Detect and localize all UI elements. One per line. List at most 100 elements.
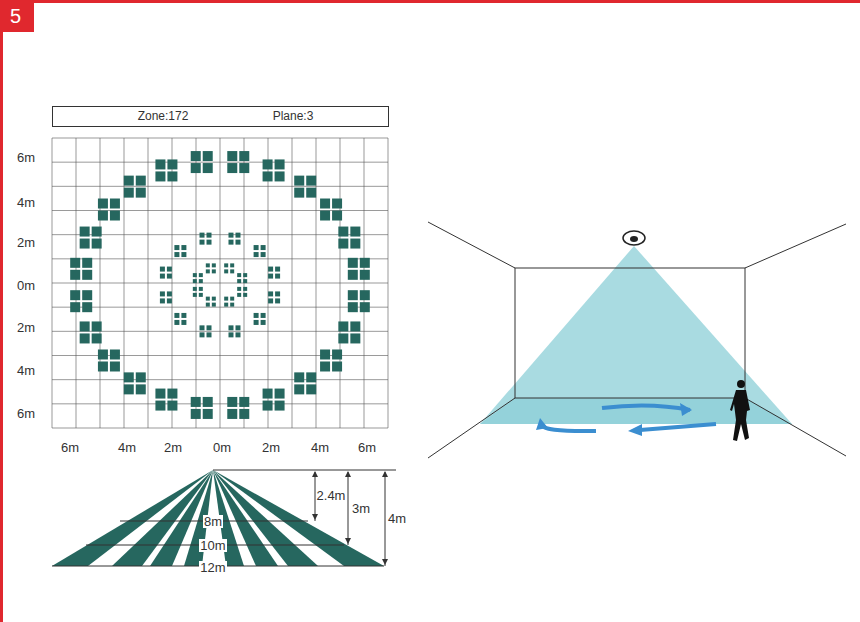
zone-cell xyxy=(348,302,358,312)
grid-line xyxy=(52,162,388,163)
zone-cell xyxy=(294,384,304,394)
zone-cell xyxy=(320,361,330,371)
zone-cell xyxy=(167,274,172,279)
zone-cell xyxy=(275,298,280,303)
zone-cell xyxy=(294,176,304,186)
zone-cell xyxy=(191,163,201,173)
axis-label: 2m xyxy=(17,236,35,249)
zone-cell xyxy=(193,293,197,297)
width-dimension: 8m xyxy=(203,515,223,528)
zone-cell xyxy=(237,293,241,297)
zone-cell xyxy=(228,240,233,245)
zone-grid xyxy=(52,138,388,428)
grid-line xyxy=(52,403,388,404)
zone-cell xyxy=(206,269,210,273)
side-view-fan xyxy=(52,470,396,566)
zone-cell xyxy=(136,176,146,186)
zone-cell xyxy=(200,325,205,330)
zone-cell xyxy=(235,240,240,245)
detection-zones xyxy=(70,151,370,419)
zone-cell xyxy=(268,298,273,303)
zone-cell xyxy=(306,188,316,198)
zone-cell xyxy=(124,372,134,382)
axis-label: 6m xyxy=(358,441,376,454)
zone-cell xyxy=(275,267,280,272)
zone-cell xyxy=(191,409,201,419)
zone-cell xyxy=(167,171,177,181)
width-dimension: 12m xyxy=(199,561,226,574)
axis-label: 6m xyxy=(17,407,35,420)
zone-cell xyxy=(82,302,92,312)
axis-label: 2m xyxy=(17,321,35,334)
zone-cell xyxy=(110,361,120,371)
zone-cell xyxy=(92,321,102,331)
zone-cell xyxy=(338,333,348,343)
section-number: 5 xyxy=(0,0,31,32)
zone-cell xyxy=(181,313,186,318)
zone-cell xyxy=(207,240,212,245)
plane-count: Plane:3 xyxy=(273,110,314,122)
grid-line xyxy=(52,283,388,284)
zone-cell xyxy=(167,159,177,169)
zone-cell xyxy=(360,258,370,268)
axis-label: 0m xyxy=(213,441,231,454)
zone-cell xyxy=(239,151,249,161)
zone-cell xyxy=(155,159,165,169)
zone-cell xyxy=(206,297,210,301)
zone-cell xyxy=(70,302,80,312)
zone-cell xyxy=(155,171,165,181)
zone-cell xyxy=(136,372,146,382)
zone-cell xyxy=(224,303,228,307)
zone-cell xyxy=(80,227,90,237)
zone-cell xyxy=(237,273,241,277)
zone-cell xyxy=(181,320,186,325)
grid-line xyxy=(52,428,388,429)
axis-label: 6m xyxy=(61,441,79,454)
zone-cell xyxy=(212,263,216,267)
zone-cell xyxy=(254,245,259,250)
height-dimension: 3m xyxy=(352,502,370,515)
zone-cell xyxy=(167,267,172,272)
zone-cell xyxy=(174,313,179,318)
zone-cell xyxy=(275,291,280,296)
zone-cell xyxy=(275,171,285,181)
zone-cell xyxy=(224,269,228,273)
zone-cell xyxy=(207,332,212,337)
zone-cell xyxy=(348,258,358,268)
zone-cell xyxy=(200,233,205,238)
zone-cell xyxy=(254,252,259,257)
height-dimension: 4m xyxy=(388,512,406,525)
zone-cell xyxy=(254,320,259,325)
page-frame xyxy=(0,0,860,3)
zone-cell xyxy=(350,333,360,343)
zone-cell xyxy=(70,290,80,300)
zone-cell xyxy=(228,332,233,337)
zone-cell xyxy=(320,349,330,359)
zone-cell xyxy=(160,267,165,272)
zone-cell xyxy=(235,233,240,238)
zone-cell xyxy=(80,321,90,331)
zone-cell xyxy=(70,258,80,268)
zone-cell xyxy=(268,274,273,279)
zone-cell xyxy=(224,297,228,301)
zone-cell xyxy=(268,267,273,272)
zone-cell xyxy=(174,252,179,257)
zone-cell xyxy=(92,227,102,237)
zone-cell xyxy=(124,188,134,198)
zone-cell xyxy=(227,409,237,419)
zone-cell xyxy=(235,325,240,330)
zone-cell xyxy=(203,163,213,173)
zone-cell xyxy=(199,287,203,291)
zone-cell xyxy=(360,290,370,300)
zone-cell xyxy=(70,270,80,280)
zone-count: Zone:172 xyxy=(138,110,189,122)
zone-cell xyxy=(275,389,285,399)
zone-cell xyxy=(294,372,304,382)
zone-cell xyxy=(200,332,205,337)
zone-cell xyxy=(350,239,360,249)
grid-line xyxy=(52,379,388,380)
page-frame xyxy=(0,0,3,622)
zone-cell xyxy=(230,263,234,267)
zone-cell xyxy=(306,372,316,382)
axis-label: 6m xyxy=(17,151,35,164)
